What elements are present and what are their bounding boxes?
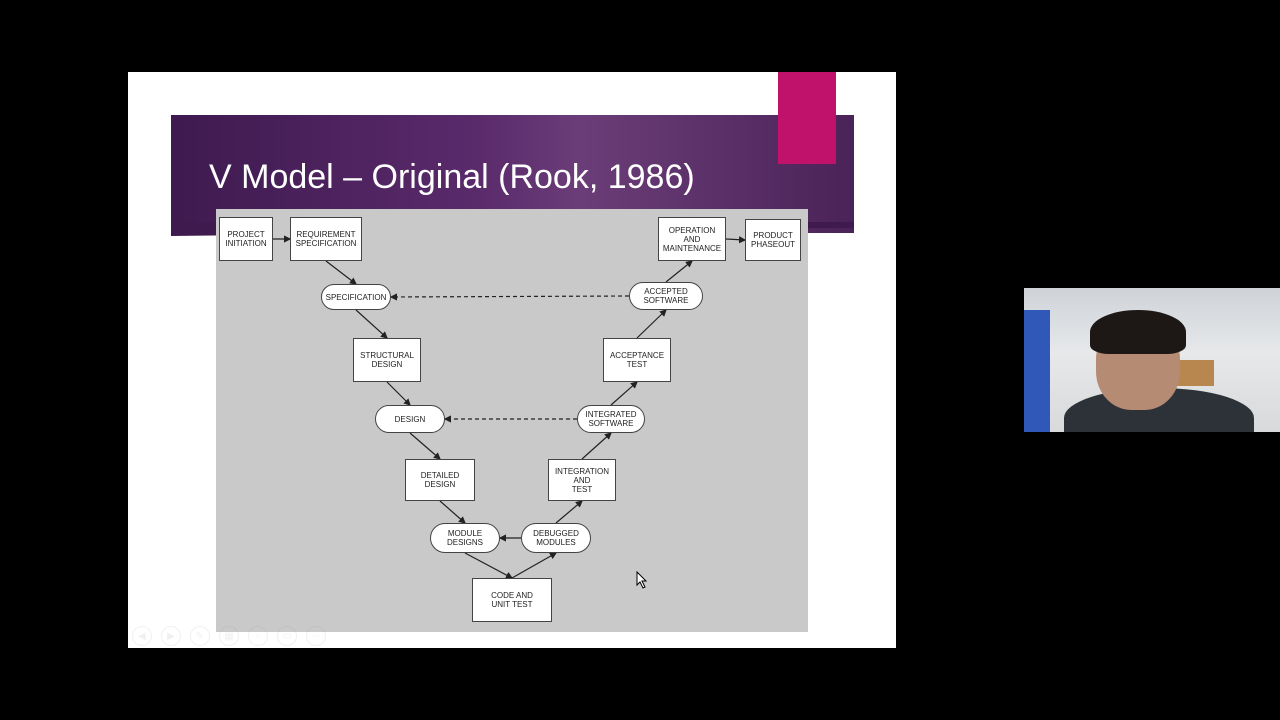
- node-product-phaseout: PRODUCT PHASEOUT: [745, 219, 801, 261]
- bookshelf: [1174, 360, 1214, 386]
- edge-acceptance-test-to-accepted-software: [636, 309, 667, 339]
- node-code-and-unit-test: CODE AND UNIT TEST: [472, 578, 552, 622]
- accent-block: [778, 72, 836, 164]
- edge-specification-to-structural-design: [355, 309, 388, 339]
- node-design: DESIGN: [375, 405, 445, 433]
- edge-operation-and-maintenance-to-product-phaseout: [725, 236, 747, 244]
- diagram-edges: [273, 235, 747, 579]
- webcam-video: [1024, 288, 1280, 432]
- node-integrated-software: INTEGRATED SOFTWARE: [577, 405, 645, 433]
- slides-icon[interactable]: ▦: [219, 626, 239, 646]
- node-debugged-modules: DEBUGGED MODULES: [521, 523, 591, 553]
- node-acceptance-test: ACCEPTANCE TEST: [603, 338, 671, 382]
- edge-structural-design-to-design: [386, 381, 411, 406]
- edge-code-and-unit-test-to-debugged-modules: [511, 552, 558, 579]
- pen-icon[interactable]: ✎: [190, 626, 210, 646]
- node-operation-and-maintenance: OPERATION AND MAINTENANCE: [658, 217, 726, 261]
- edge-detailed-design-to-module-designs: [439, 500, 466, 524]
- node-module-designs: MODULE DESIGNS: [430, 523, 500, 553]
- edge-design-to-detailed-design: [409, 432, 441, 460]
- node-accepted-software: ACCEPTED SOFTWARE: [629, 282, 703, 310]
- slideshow-navbar: ◀ ▶ ✎ ▦ ⌕ ▭ ⋯: [132, 626, 326, 646]
- node-project-initiation: PROJECT INITIATION: [219, 217, 273, 261]
- subtitles-icon[interactable]: ▭: [277, 626, 297, 646]
- edge-debugged-modules-to-integration-and-test: [555, 500, 583, 524]
- wall-blue-panel: [1024, 310, 1050, 432]
- edge-accepted-software-to-operation-and-maintenance: [665, 260, 693, 283]
- edge-module-designs-to-code-and-unit-test: [464, 552, 514, 579]
- zoom-icon[interactable]: ⌕: [248, 626, 268, 646]
- edge-integrated-software-to-acceptance-test: [610, 381, 638, 406]
- node-requirement-specification: REQUIREMENT SPECIFICATION: [290, 217, 362, 261]
- slide-title: V Model – Original (Rook, 1986): [209, 158, 695, 196]
- node-structural-design: STRUCTURAL DESIGN: [353, 338, 421, 382]
- edge-integration-and-test-to-integrated-software: [581, 432, 612, 460]
- node-integration-and-test: INTEGRATION AND TEST: [548, 459, 616, 501]
- v-model-figure: PROJECT INITIATION REQUIREMENT SPECIFICAT…: [216, 209, 808, 632]
- next-icon[interactable]: ▶: [161, 626, 181, 646]
- prev-icon[interactable]: ◀: [132, 626, 152, 646]
- edge-requirement-specification-to-specification: [325, 260, 357, 285]
- edge-accepted-software-to-specification: [389, 293, 630, 301]
- mouse-cursor-icon: [636, 571, 648, 589]
- node-specification: SPECIFICATION: [321, 284, 391, 310]
- node-detailed-design: DETAILED DESIGN: [405, 459, 475, 501]
- slide: V Model – Original (Rook, 1986) PROJECT …: [128, 72, 896, 648]
- presenter-hair: [1090, 310, 1186, 354]
- more-icon[interactable]: ⋯: [306, 626, 326, 646]
